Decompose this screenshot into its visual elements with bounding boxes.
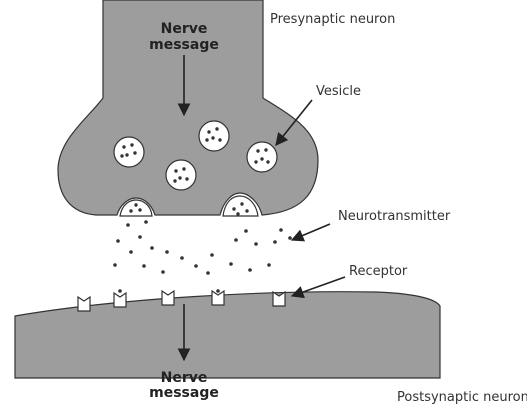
vesicle [199, 121, 229, 151]
receptor [114, 293, 126, 307]
vesicle-label: Vesicle [316, 84, 361, 99]
receptor [212, 291, 224, 305]
vesicle [247, 142, 277, 172]
nerve-message-top-line2: message [149, 37, 219, 53]
vesicle [166, 160, 196, 190]
postsynaptic-neuron-label: Postsynaptic neuron [397, 390, 527, 405]
vesicle [114, 137, 144, 167]
nerve-message-bottom-line1: Nerve [161, 370, 208, 386]
presynaptic-neuron-label: Presynaptic neuron [270, 12, 395, 27]
nerve-message-bottom-line2: message [149, 385, 219, 401]
neurotransmitter-pointer-arrow [292, 224, 330, 240]
receptor-label: Receptor [349, 264, 408, 279]
neurotransmitter-label: Neurotransmitter [338, 209, 451, 224]
neurotransmitter-molecules [113, 220, 292, 293]
receptor [162, 291, 174, 305]
receptor [78, 297, 90, 311]
nerve-message-top-line1: Nerve [161, 21, 208, 37]
